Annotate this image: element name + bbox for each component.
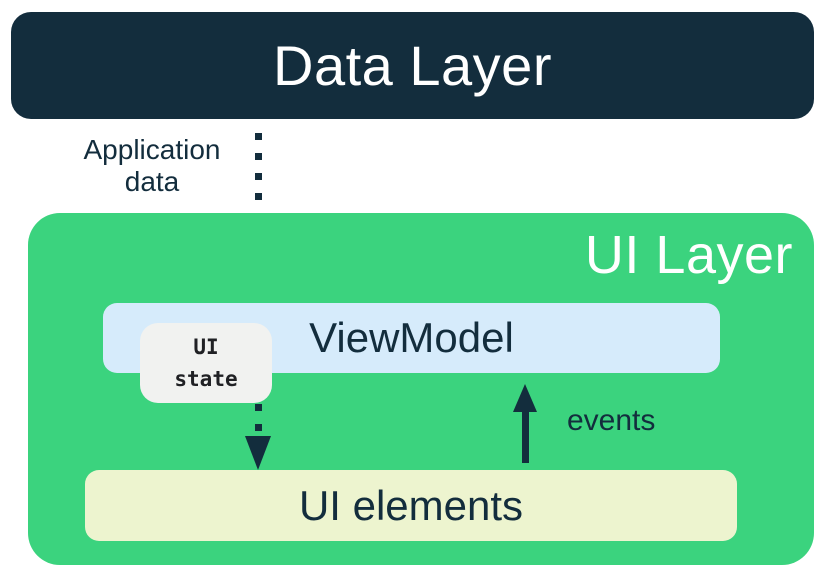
- ui-state-badge: UI state: [140, 323, 272, 403]
- viewmodel-label: ViewModel: [309, 314, 514, 361]
- ui-elements-box: UI elements: [85, 470, 737, 541]
- application-data-label: Application data: [83, 134, 221, 197]
- dotted-arrow-line-application-data: [255, 133, 262, 265]
- ui-elements-label: UI elements: [298, 481, 524, 529]
- data-layer-box: Data Layer: [11, 12, 814, 119]
- events-label: events: [567, 404, 656, 437]
- data-layer-label: Data Layer: [273, 34, 552, 97]
- up-arrowhead-icon: [513, 384, 537, 412]
- ui-state-label: UI state: [174, 335, 238, 391]
- solid-arrow-line-events: [522, 406, 529, 463]
- dotted-arrow-line-ui-state: [255, 404, 262, 434]
- down-arrowhead-icon: [245, 436, 271, 470]
- ui-layer-label: UI Layer: [584, 225, 793, 285]
